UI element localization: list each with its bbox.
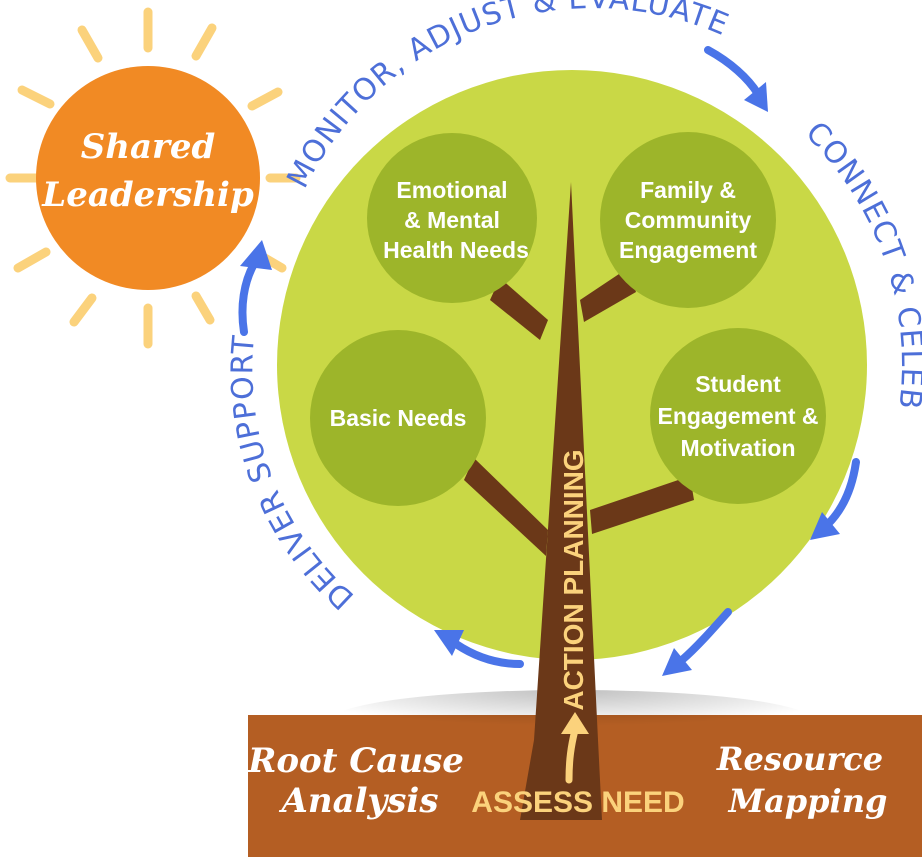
node-family-line2: Community: [625, 207, 752, 233]
sun-label-line2: Leadership: [41, 175, 254, 215]
sun-ray: [17, 85, 55, 109]
soil-right-line1: Resource: [716, 740, 883, 778]
sun-ray: [13, 247, 51, 273]
assess-up-arrow: [561, 712, 589, 784]
tree-trunk: [520, 182, 602, 820]
arrow-bottom-left-shaft: [452, 640, 524, 668]
assess-up-arrow-head: [561, 712, 589, 734]
trunk-label: ACTION PLANNING: [558, 449, 589, 710]
sun-label-line1: Shared: [81, 127, 216, 167]
tree-trunk-group: [464, 182, 694, 820]
arrow-left-up: [238, 240, 272, 336]
node-student-line3: Motivation: [681, 435, 796, 461]
node-emotional-line1: Emotional: [396, 177, 507, 203]
branch-upper-left: [490, 278, 548, 340]
node-family: Family & Community Engagement: [619, 177, 757, 263]
node-family-line1: Family &: [640, 177, 736, 203]
arrow-bottom-right: [662, 608, 732, 676]
arrow-left-up-head: [240, 240, 272, 270]
branch-lower-right: [590, 476, 694, 534]
sun-rays: [5, 7, 301, 349]
arrow-right-lower: [810, 458, 860, 540]
node-student-line1: Student: [695, 371, 781, 397]
branch-upper-right: [580, 268, 636, 322]
arrow-top-right-head: [744, 82, 768, 112]
arrow-bottom-left: [434, 630, 524, 668]
node-student: Student Engagement & Motivation: [657, 371, 818, 461]
sun-ray: [69, 293, 97, 327]
arrow-left-up-shaft: [238, 260, 258, 336]
node-family-line3: Engagement: [619, 237, 757, 263]
sun-circle: [36, 66, 260, 290]
arrow-bottom-left-head: [434, 630, 464, 656]
node-emotional-circle: [367, 133, 537, 303]
node-emotional-line2: & Mental: [404, 207, 500, 233]
sun-ray: [247, 87, 283, 111]
arrow-right-lower-head: [810, 512, 840, 540]
arrow-top-right: [704, 46, 768, 112]
node-student-line2: Engagement &: [657, 403, 818, 429]
node-basic: Basic Needs: [330, 405, 467, 431]
soil-left-line2: Analysis: [278, 781, 438, 821]
node-emotional: Emotional & Mental Health Needs: [383, 177, 529, 263]
arrow-top-right-shaft: [704, 46, 762, 98]
node-basic-line1: Basic Needs: [330, 405, 467, 431]
soil-right-line2: Mapping: [728, 782, 888, 820]
node-family-circle: [600, 132, 776, 308]
sun-ray: [191, 291, 215, 325]
node-basic-circle: [310, 330, 486, 506]
sun-ray: [77, 25, 103, 63]
node-student-circle: [650, 328, 826, 504]
soil-left-line1: Root Cause: [247, 741, 464, 781]
arrow-bottom-right-shaft: [678, 608, 732, 664]
node-emotional-line3: Health Needs: [383, 237, 529, 263]
cycle-arrows: [238, 46, 860, 676]
arrow-bottom-right-head: [662, 648, 692, 676]
soil-center-label: ASSESS NEED: [471, 786, 684, 819]
arrow-right-lower-shaft: [824, 458, 860, 528]
sun-ray: [191, 23, 217, 61]
branch-lower-left: [464, 458, 548, 556]
